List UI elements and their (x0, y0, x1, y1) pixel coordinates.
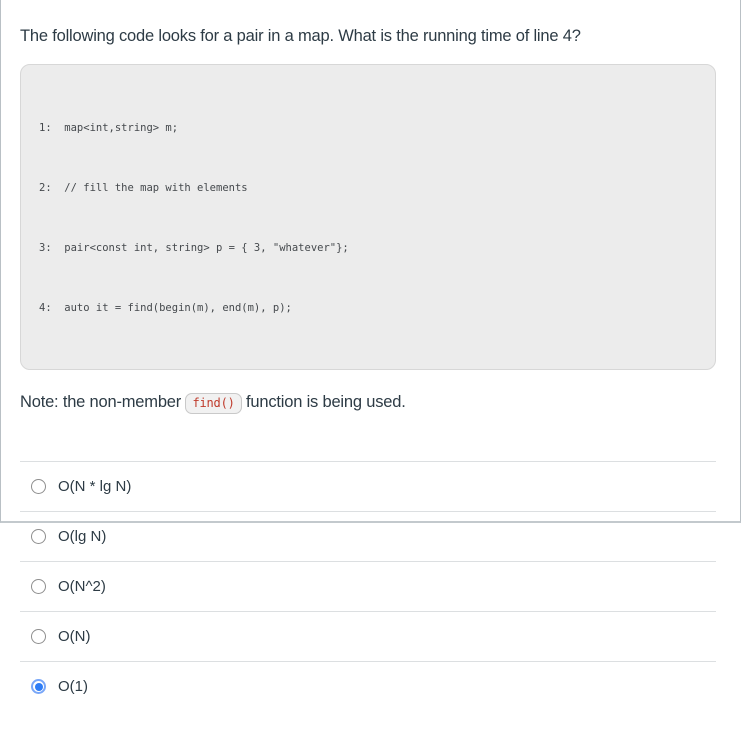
code-line: 3: pair<const int, string> p = { 3, "wha… (39, 242, 349, 254)
note-prefix: Note: the non-member (20, 393, 186, 411)
inline-code-find: find() (185, 393, 242, 414)
quiz-question-card: The following code looks for a pair in a… (0, 0, 741, 695)
radio-button-selected[interactable] (31, 679, 46, 694)
answer-label: O(N * lg N) (58, 478, 132, 495)
radio-button[interactable] (31, 579, 46, 594)
code-line: 1: map<int,string> m; (39, 122, 179, 134)
code-line: 4: auto it = find(begin(m), end(m), p); (39, 302, 292, 314)
answer-option-1[interactable]: O(N * lg N) (20, 461, 716, 511)
radio-button[interactable] (31, 629, 46, 644)
radio-button[interactable] (31, 479, 46, 494)
answer-label: O(lg N) (58, 528, 107, 545)
code-line: 2: // fill the map with elements (39, 182, 248, 194)
answer-option-3[interactable]: O(N^2) (20, 561, 716, 611)
answer-option-4[interactable]: O(N) (20, 611, 716, 661)
radio-button[interactable] (31, 529, 46, 544)
answer-label: O(N^2) (58, 578, 106, 595)
code-block: 1: map<int,string> m; 2: // fill the map… (20, 64, 716, 370)
answer-options-list: O(N * lg N) O(lg N) O(N^2) O(N) O(1) (20, 461, 716, 731)
answer-label: O(N) (58, 628, 91, 645)
answer-option-2[interactable]: O(lg N) (20, 511, 716, 561)
note-text: Note: the non-member find() function is … (20, 391, 716, 414)
question-text: The following code looks for a pair in a… (20, 27, 581, 45)
note-suffix: function is being used. (241, 393, 406, 411)
answer-label: O(1) (58, 678, 88, 695)
answer-option-5[interactable]: O(1) (20, 661, 716, 711)
